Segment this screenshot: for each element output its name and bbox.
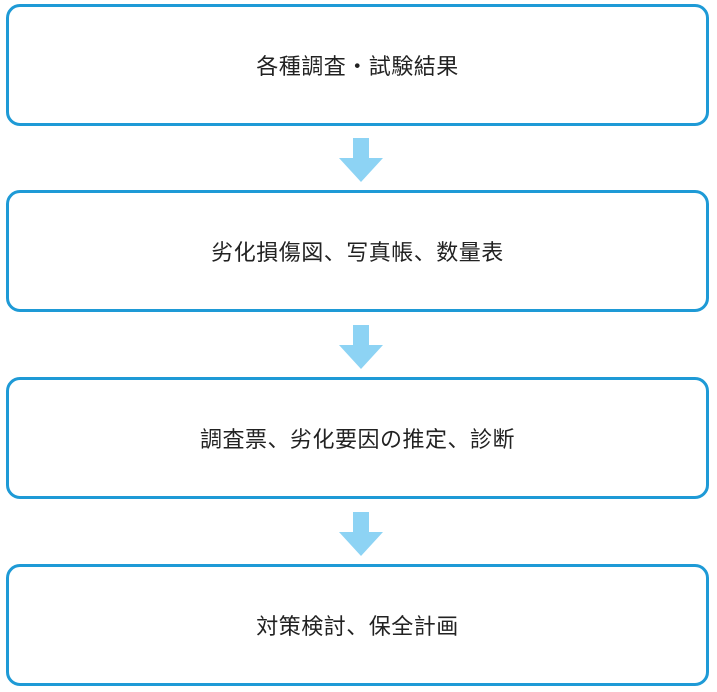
arrow-down-icon [339, 512, 383, 556]
step-box-damage-diagram: 劣化損傷図、写真帳、数量表 [6, 190, 709, 312]
step-label: 劣化損傷図、写真帳、数量表 [211, 241, 504, 266]
step-box-diagnosis: 調査票、劣化要因の推定、診断 [6, 377, 709, 499]
step-label: 各種調査・試験結果 [256, 55, 459, 80]
step-label: 調査票、劣化要因の推定、診断 [199, 428, 515, 453]
arrow-down-icon [339, 325, 383, 369]
arrow-down-icon [339, 138, 383, 182]
step-box-maintenance-plan: 対策検討、保全計画 [6, 564, 709, 686]
step-label: 対策検討、保全計画 [256, 615, 459, 640]
step-box-survey-results: 各種調査・試験結果 [6, 4, 709, 126]
